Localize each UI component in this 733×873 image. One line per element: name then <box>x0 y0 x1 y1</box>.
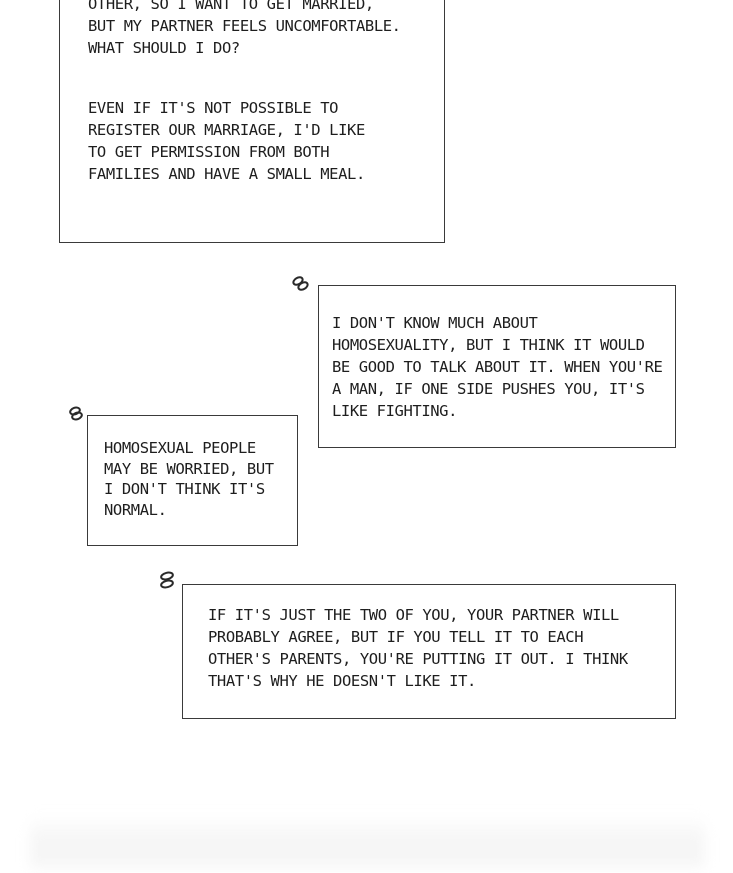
reply-text-2: HOMOSEXUAL PEOPLE MAY BE WORRIED, BUT I … <box>104 439 274 519</box>
reply-panel-2 <box>87 415 298 546</box>
question-paragraph-1: OTHER, SO I WANT TO GET MARRIED, BUT MY … <box>88 0 401 57</box>
comment-quote-icon <box>160 571 174 589</box>
question-paragraph-2: EVEN IF IT'S NOT POSSIBLE TO REGISTER OU… <box>88 99 365 183</box>
reply-panel-3 <box>182 584 676 719</box>
reply-panel-1 <box>318 285 676 448</box>
comment-quote-icon <box>69 406 83 421</box>
question-panel <box>59 0 445 243</box>
bottom-fade <box>30 815 705 873</box>
comment-quote-icon <box>292 276 309 291</box>
reply-text-3: IF IT'S JUST THE TWO OF YOU, YOUR PARTNE… <box>208 606 628 690</box>
reply-text-1: I DON'T KNOW MUCH ABOUT HOMOSEXUALITY, B… <box>332 314 663 420</box>
